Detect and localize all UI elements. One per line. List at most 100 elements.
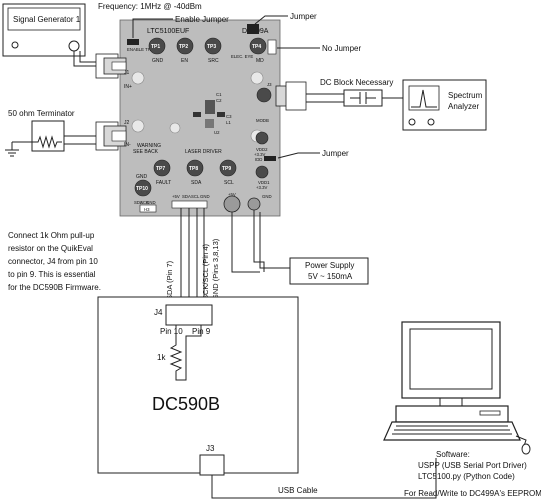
power-gnd-label: GND [262, 194, 272, 199]
dc-block-label: DC Block Necessary [320, 78, 393, 87]
svg-text:TP2: TP2 [179, 44, 188, 50]
j3-usb-connector [199, 454, 225, 476]
j2-label: J2 [124, 120, 130, 126]
elec-eye-label: ELEC. EYE [231, 54, 253, 59]
sma-j3 [275, 81, 307, 111]
power-terminal-5v [223, 195, 241, 213]
monitor-screen [409, 328, 493, 390]
enable-jumper-header [127, 39, 139, 45]
sda-pin-label: SDA [182, 194, 191, 199]
dc590b-board: J4 Pin 10 Pin 9 1k DC590B J3 [97, 296, 299, 476]
svg-text:GND: GND [152, 58, 164, 64]
svg-text:C3: C3 [226, 114, 232, 119]
terminator-label: 50 ohm Terminator [8, 109, 75, 118]
svg-text:Connect 1k Ohm pull-up: Connect 1k Ohm pull-up [8, 231, 95, 240]
no-jumper-header [267, 39, 277, 55]
keyboard [383, 421, 521, 441]
pin10-label: Pin 10 [160, 327, 183, 336]
hole [250, 71, 264, 85]
see-back-label: SEE BACK [133, 149, 159, 155]
power-wire-gnd [259, 212, 290, 269]
software-item-2: LTC5100.py (Python Code) [418, 472, 515, 481]
tp2: TP2 EN [176, 37, 194, 64]
tp1: TP1 GND [148, 37, 166, 64]
svg-text:TP1: TP1 [151, 44, 160, 50]
svg-text:SCL: SCL [224, 180, 234, 186]
warning-label: WARNING [137, 143, 161, 149]
software-item-1: USPP (USB Serial Port Driver) [418, 461, 527, 470]
power-terminal-gnd [247, 197, 261, 211]
ground-symbol [5, 149, 19, 157]
modb-test-point [256, 87, 272, 103]
svg-text:resistor on the QuikEval: resistor on the QuikEval [8, 244, 93, 253]
in-minus-label: IN- [124, 142, 131, 148]
j1-label: J1 [124, 70, 130, 76]
hole [169, 122, 181, 134]
h3-sda-label: SDA [134, 200, 143, 205]
svg-text:SDA: SDA [191, 180, 202, 186]
mouse [521, 443, 531, 455]
svg-text:L1: L1 [226, 120, 231, 125]
pullup-note: Connect 1k Ohm pull-up resistor on the Q… [8, 231, 101, 292]
disk-drive [479, 410, 501, 416]
resistor-label: 1k [157, 353, 166, 362]
vdd2-voltage: +3.3V [254, 152, 265, 157]
svg-text:TP8: TP8 [189, 166, 198, 172]
frequency-label: Frequency: 1MHz @ -40dBm [98, 2, 202, 11]
j4-connector [165, 304, 213, 326]
tp10: TP10 GND [134, 174, 152, 197]
dc590b-box [97, 296, 299, 474]
tp8: TP8 SDA [186, 159, 204, 186]
svg-text:FAULT: FAULT [156, 180, 171, 186]
eeprom-note: For Read/Write to DC499A's EEPROM [404, 489, 541, 498]
signal-cable [73, 51, 104, 67]
part-number: LTC5100EUF [147, 28, 189, 35]
svg-text:for the DC590B Firmware.: for the DC590B Firmware. [8, 283, 101, 292]
software-title: Software: [436, 450, 470, 459]
i2c-wires [180, 208, 205, 305]
spectrum-analyzer-knob [408, 118, 416, 126]
dc-block-capacitor [350, 92, 376, 104]
usb-cable [211, 458, 437, 499]
power-plus5v-label: +5V [228, 192, 236, 197]
sda-wire-label: SDA (Pin 7) [165, 260, 174, 300]
svg-text:SRC: SRC [208, 58, 219, 64]
scl-pin-label: SCL [191, 194, 200, 199]
dc590b-title: DC590B [152, 394, 220, 414]
h3-label: H3 [144, 207, 150, 212]
svg-text:TP9: TP9 [222, 166, 231, 172]
pullup-resistor [169, 340, 187, 381]
dc499a-board: J1 IN+ J2 IN- LTC5100EUF DC499A ENABLE T… [95, 19, 307, 217]
svg-text:connector, J4 from pin 10: connector, J4 from pin 10 [8, 257, 98, 266]
signal-generator-label: Signal Generator 1 [13, 15, 81, 24]
usb-cable-label: USB Cable [278, 486, 318, 495]
power-supply-spec: 5V ~ 150mA [308, 272, 353, 281]
center-components: C1 C2 C3 L1 U2 [193, 92, 232, 135]
power-supply-label: Power Supply [305, 261, 354, 270]
plus5v-pin-label: +5V [172, 194, 180, 199]
j4-label: J4 [154, 308, 163, 317]
svg-text:EN: EN [181, 58, 188, 64]
spectrum-analyzer-label-2: Analyzer [448, 102, 479, 111]
terminator [5, 120, 104, 157]
sma-j2 [95, 121, 127, 151]
gnd-wire-label: GND (Pins 3,8,13) [211, 238, 220, 300]
svg-text:C2: C2 [216, 98, 222, 103]
sck-wire-label: SCK/SCL (Pin 4) [201, 244, 210, 300]
spectrum-analyzer-label-1: Spectrum [448, 91, 483, 100]
svg-text:U2: U2 [214, 130, 220, 135]
dc-block [343, 89, 383, 107]
h3-gnd-label: GND [146, 200, 156, 205]
signal-generator: Signal Generator 1 [2, 3, 86, 57]
hole [131, 119, 145, 133]
idd-jumper [264, 156, 276, 161]
signal-generator-output [68, 40, 80, 52]
computer [383, 321, 531, 455]
tp3: TP3 SRC [204, 37, 222, 64]
spectrum-analyzer-input [427, 118, 435, 126]
enable-jumper-label: Enable Jumper [175, 15, 229, 24]
h3-sck-label: SCK [140, 200, 149, 205]
modb-label: MODB [256, 118, 269, 123]
elec-eye-jumper [247, 24, 259, 34]
